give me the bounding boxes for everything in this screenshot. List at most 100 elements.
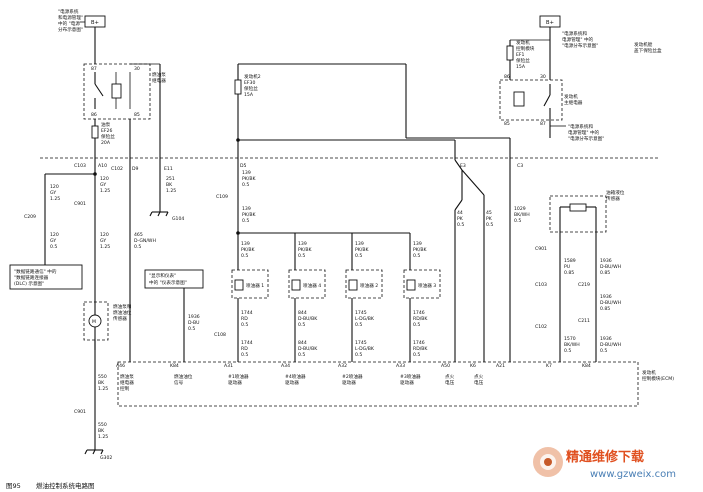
main-relay-label-1: 发动机 (564, 93, 578, 100)
ecm-pin-label-2: 驱动器 (228, 379, 242, 386)
fuel-sensor-label-1: 油箱液位 (606, 189, 625, 196)
fuse-ef1-label-5: 15A (516, 64, 526, 70)
main-relay-terminal-86: 86 (504, 74, 510, 80)
battery-positive-label-left: B+ (91, 20, 99, 26)
wire-pump-gnd-1: 550 (98, 374, 107, 380)
injector-ecm-wire-4: RD/BK (413, 346, 428, 352)
relay-terminal-86: 86 (91, 112, 97, 118)
fuel-sensor-resistor (569, 203, 587, 212)
injector-feed-wire-2: PK/BK (298, 247, 312, 253)
fuel-pump-label-1: 燃油泵和 (113, 303, 132, 310)
wire-relay-feed-1: 120 (100, 176, 109, 182)
injector-out-wire-2: D-BU/BK (298, 316, 318, 322)
wire-left-b-2: GY (50, 238, 56, 244)
ecm-pin-label-3: 驱动器 (285, 379, 299, 386)
fuse-ef1-label-4: 保险丝 (516, 57, 530, 64)
ecm-pin-7: K6 (470, 363, 476, 369)
ecm-pin-10: K84 (582, 363, 591, 369)
figure-number: 图95 (6, 482, 21, 490)
ecm-pin-label-4: 驱动器 (342, 379, 356, 386)
wire-c3-1: 1029 (514, 206, 526, 212)
wire-c3-2: BK/WH (514, 212, 530, 218)
note-top-right-3: "电源分布示意图" (562, 42, 598, 49)
injector-out-wire-4: 1746 (413, 310, 425, 316)
fuse-ef26-label-2: EF26 (101, 128, 112, 134)
ecm-pin-group: A46燃油泵继电器控制K84燃油油位信号A31#1喷油器驱动器A34#4喷油器驱… (116, 363, 591, 392)
fuel-pump-label-3: 传感器 (113, 315, 127, 322)
injector-out-wire-1: 1744 (241, 310, 253, 316)
wire-left-a-1: 120 (50, 184, 59, 190)
left-column: 120 GY 1.25 C209 120 GY 0.5 "数据链路通信" 中的 … (9, 160, 204, 461)
fuse-ef30-label-1: 发动机2 (244, 73, 261, 80)
dlc-note-1: "数据链路通信" 中的 (14, 268, 57, 275)
wire-fs5-2: D-BU/WH (600, 342, 621, 348)
display-note-2: 中的 "仪表示意图" (149, 279, 187, 286)
ground-g302: G302 (100, 455, 112, 461)
connector-row: C103 A10 C102 D9 E11 D5 E3 C3 (74, 163, 523, 172)
wire-pump-gnd2-2: BK (98, 428, 105, 434)
wire-pump-ctrl-2: D-GN/WH (134, 238, 156, 244)
wire-fs1-1: 1589 (564, 258, 576, 264)
wire-fs3-3: 0.85 (600, 306, 610, 312)
injector-out-wire-4: 0.5 (413, 322, 420, 328)
ecm-pin-label-6: 点火 (445, 374, 455, 380)
wire-ic-2: D-BU (188, 320, 200, 326)
injector-ecm-wire-3: 1745 (355, 340, 367, 346)
injector-label-3: 喷油器 2 (360, 282, 378, 289)
ecm-pin-label-2: #1喷油器 (228, 373, 249, 380)
fuse-ef30-label-2: EF30 (244, 80, 255, 86)
ecm-label-2: 控制模块(ECM) (642, 375, 674, 382)
injector-feed-wire-3: 139 (355, 241, 364, 247)
wire-left-b-3: 0.5 (50, 244, 57, 250)
wire-bus-3: 0.5 (242, 218, 249, 224)
ecm-pin-1: K84 (170, 363, 179, 369)
fuel-pump-label-2: 燃油油位 (113, 309, 132, 316)
fuse-ef26-label-3: 保险丝 (101, 133, 115, 140)
wire-relay-feed-2: GY (100, 182, 106, 188)
injector-ecm-wire-4: 0.5 (413, 352, 420, 358)
connector-c901-left: C901 (74, 201, 86, 207)
injector-ecm-wire-1: 1744 (241, 340, 253, 346)
ecm-pin-0: A46 (116, 363, 125, 369)
relay-terminal-30: 30 (134, 66, 140, 72)
note-right-mid-2: 电源管理" 中的 (568, 129, 600, 136)
wire-ign1-2: PK (457, 216, 464, 222)
wire-ef26-out-1: 120 (100, 232, 109, 238)
fuse-ef1-label-1: 发动机 (516, 39, 530, 46)
injector-out-wire-1: 0.5 (241, 322, 248, 328)
wire-fs1-2: PU (564, 264, 570, 270)
main-relay-terminal-87: 87 (540, 121, 546, 127)
ground-g104: G104 (172, 216, 184, 222)
fuse-ef30-label-3: 保险丝 (244, 85, 258, 92)
fuse-ef30-label-4: 15A (244, 92, 254, 98)
main-relay-terminal-30: 30 (540, 74, 546, 80)
note-top-right-1: "电源系统和 (562, 30, 587, 37)
injector-ecm-wire-4: 1746 (413, 340, 425, 346)
fuse-box-label-2: 盖下保险丝盒 (634, 47, 662, 54)
injector-ecm-wire-1: 0.5 (241, 352, 248, 358)
wire-pump-gnd-3: 1.25 (98, 386, 108, 392)
injector-feed-wire-2: 0.5 (298, 253, 305, 259)
fuse-box-label-1: 发动机舱 (634, 41, 653, 48)
note-power-distribution-4: 分布示意图" (58, 26, 83, 33)
injector-feed-wire-4: PK/BK (413, 247, 427, 253)
connector-c108: C108 (214, 332, 226, 338)
wire-fs2-1: 1936 (600, 258, 612, 264)
wire-pump-gnd2-1: 550 (98, 422, 107, 428)
connector-d5: D5 (240, 163, 247, 169)
ignition-section: 44 PK 0.5 45 PK 0.5 1029 BK/WH 0.5 (454, 138, 530, 362)
injector-coil-2 (291, 279, 301, 291)
note-top-right-2: 电源管理" 中的 (562, 36, 594, 43)
note-power-distribution-2: 和电源管理" (58, 14, 83, 21)
ecm-pin-label-5: 驱动器 (400, 379, 414, 386)
fuse-ef26-label-1: 油泵 (101, 121, 111, 128)
ecm-pin-5: A33 (396, 363, 405, 369)
note-power-distribution-3: 中的 "电源 (58, 20, 80, 27)
connector-c103: C103 (74, 163, 86, 169)
wire-ign2-1: 45 (486, 210, 492, 216)
injector-section: 发动机2 EF30 保险丝 15A 139 PK/BK 0.5 C109 139… (214, 63, 510, 338)
ecm-label-1: 发动机 (642, 369, 656, 376)
injector-ecm-wire-3: 0.5 (355, 352, 362, 358)
fuse-ef1-label-2: 控制模块 (516, 45, 535, 52)
